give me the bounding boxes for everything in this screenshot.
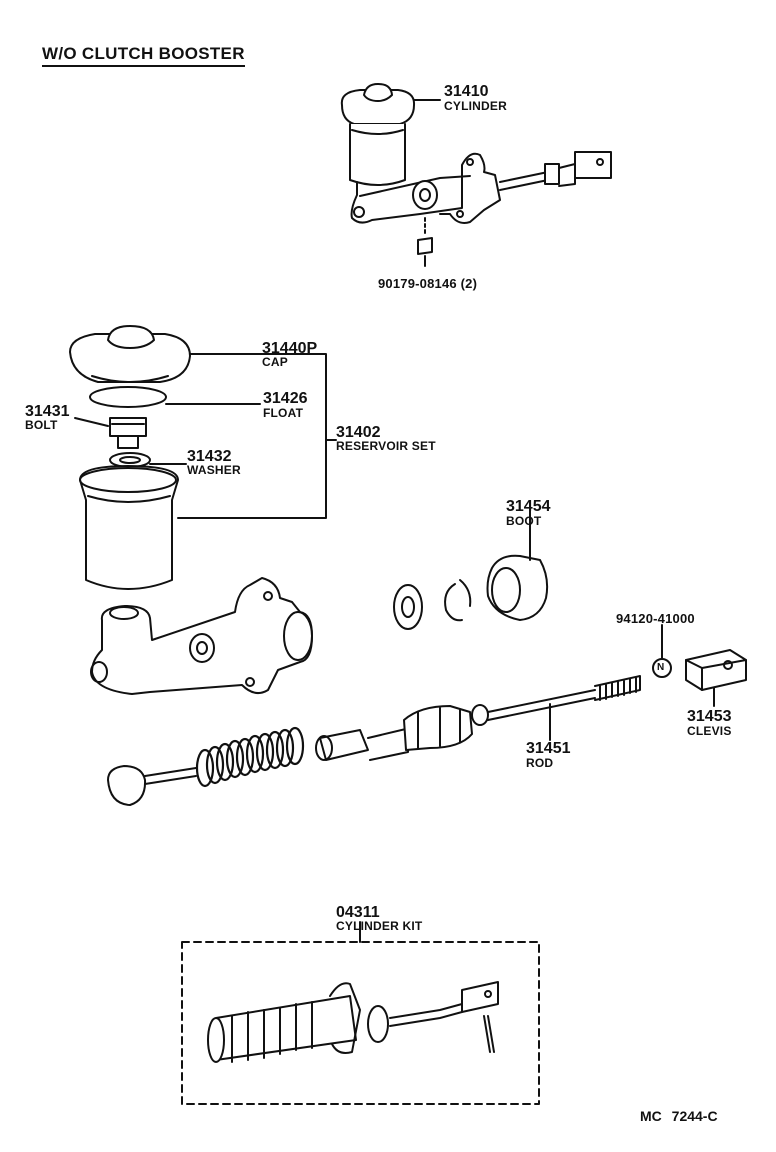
cylinder-kit-box	[181, 921, 540, 1105]
piston-rod-illustration	[107, 675, 641, 806]
boot-illustration	[486, 505, 549, 621]
cylinder-kit-illustration	[207, 981, 499, 1063]
clevis-number: 31453	[687, 708, 732, 725]
nut-clevis-illustration	[652, 624, 747, 707]
bolt-name: BOLT	[25, 418, 58, 432]
cylinder-assembly-illustration	[340, 83, 612, 267]
float-name: FLOAT	[263, 406, 304, 420]
rod-number: 31451	[526, 740, 571, 757]
cylinder-kit-number: 04311	[336, 904, 380, 921]
diagram-title: W/O CLUTCH BOOSTER	[42, 44, 245, 67]
reservoir-exploded-illustration	[69, 325, 337, 590]
cylinder-name: CYLINDER	[444, 99, 507, 113]
washer-name: WASHER	[187, 463, 241, 477]
master-cylinder-body-illustration	[90, 577, 313, 695]
float-number: 31426	[263, 390, 308, 407]
bolt-number: 31431	[25, 403, 70, 420]
nut-number: 94120-41000	[616, 611, 695, 626]
boot-number: 31454	[506, 498, 551, 515]
reservoir-set-name: RESERVOIR SET	[336, 439, 436, 453]
boot-name: BOOT	[506, 514, 542, 528]
diagram-code: MC 7244-C	[640, 1108, 718, 1124]
cylinder-number: 31410	[444, 83, 489, 100]
cylinder-kit-name: CYLINDER KIT	[336, 919, 423, 933]
screw-number: 90179-08146 (2)	[378, 276, 478, 291]
nut-symbol: N	[657, 662, 665, 673]
clevis-name: CLEVIS	[687, 724, 732, 738]
cap-name: CAP	[262, 355, 288, 369]
washer-number: 31432	[187, 448, 232, 465]
seal-rings-illustration	[393, 579, 472, 630]
rod-name: ROD	[526, 756, 554, 770]
cap-number: 31440P	[262, 340, 318, 357]
reservoir-set-number: 31402	[336, 424, 381, 441]
